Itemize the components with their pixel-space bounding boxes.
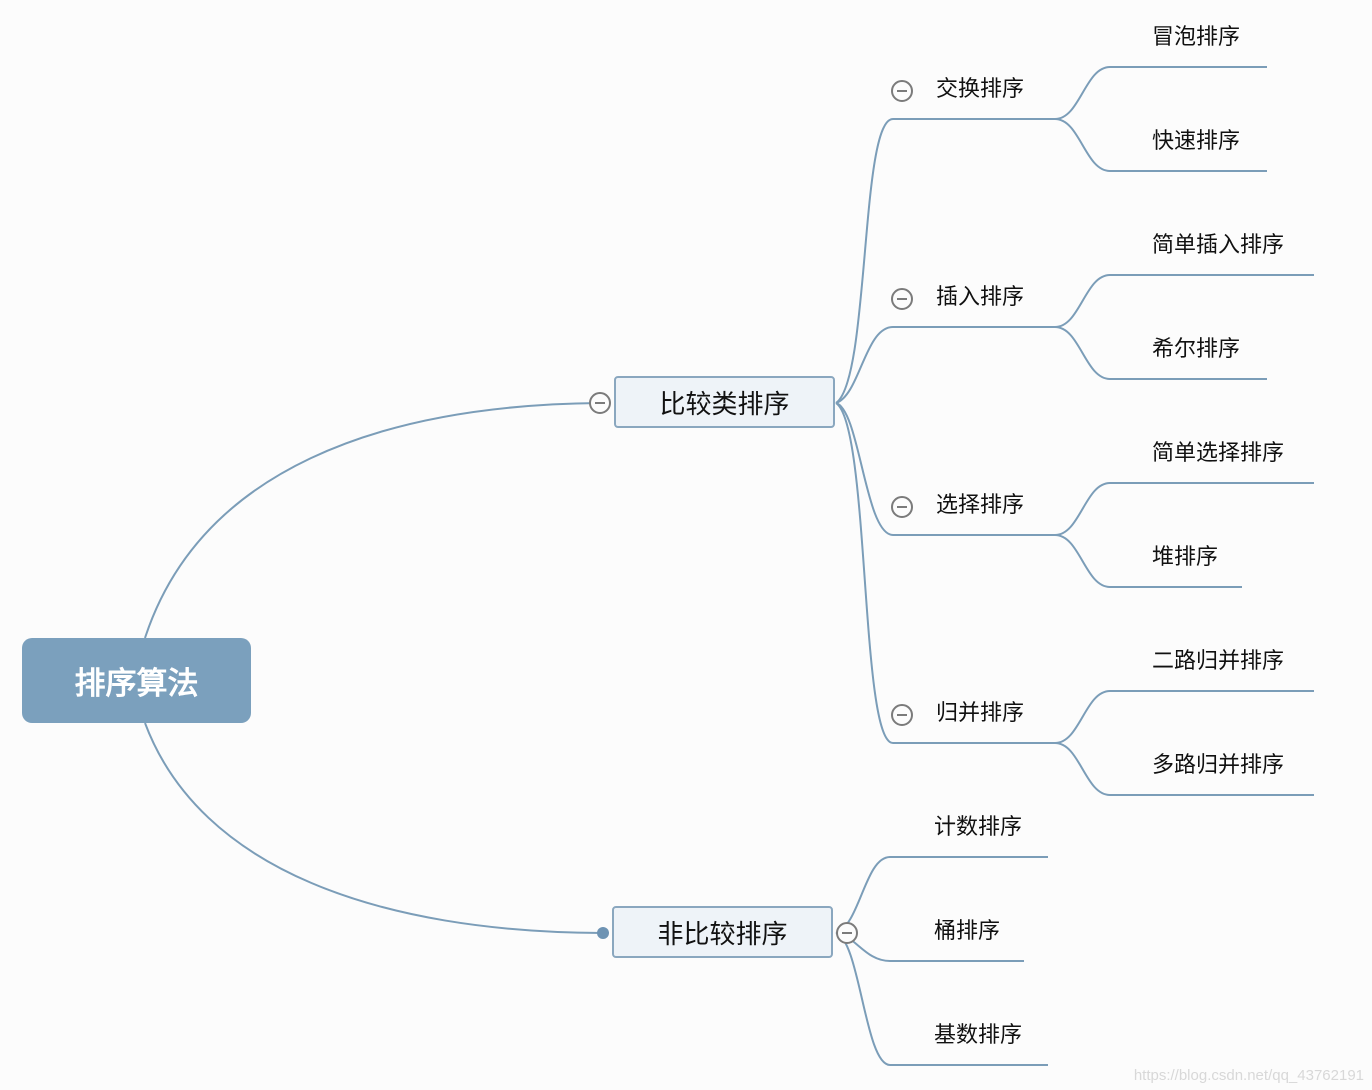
group-merge-label[interactable]: 归并排序 bbox=[936, 701, 1025, 726]
leaf-radix-sort[interactable]: 基数排序 bbox=[934, 1023, 1023, 1048]
leaf-simple-insertion-sort[interactable]: 简单插入排序 bbox=[1152, 233, 1285, 258]
noncomparison-node[interactable]: 非比较排序 bbox=[612, 906, 833, 958]
link-comparison-insertion bbox=[835, 326, 1055, 404]
link-comparison-merge bbox=[835, 402, 1055, 744]
link-simple-insert bbox=[1054, 274, 1314, 328]
collapse-noncomparison-icon[interactable] bbox=[836, 922, 858, 944]
group-insertion-label[interactable]: 插入排序 bbox=[936, 285, 1025, 310]
leaf-heap-sort[interactable]: 堆排序 bbox=[1152, 545, 1219, 570]
root-node[interactable]: 排序算法 bbox=[22, 638, 251, 723]
link-shell bbox=[1054, 326, 1267, 380]
link-comparison-exchange bbox=[835, 118, 1055, 404]
collapse-exchange-icon[interactable] bbox=[891, 80, 913, 102]
collapse-comparison-icon[interactable] bbox=[589, 392, 611, 414]
link-simple-select bbox=[1054, 482, 1314, 536]
leaf-shell-sort[interactable]: 希尔排序 bbox=[1152, 337, 1241, 362]
link-root-noncomparison bbox=[144, 722, 603, 934]
leaf-bubble-sort[interactable]: 冒泡排序 bbox=[1152, 25, 1241, 50]
leaf-quick-sort[interactable]: 快速排序 bbox=[1152, 129, 1241, 154]
leaf-counting-sort[interactable]: 计数排序 bbox=[934, 815, 1023, 840]
link-comparison-selection bbox=[835, 402, 1055, 536]
leaf-bucket-sort[interactable]: 桶排序 bbox=[934, 919, 1001, 944]
link-quick bbox=[1054, 118, 1267, 172]
watermark-text: https://blog.csdn.net/qq_43762191 bbox=[1133, 1067, 1364, 1084]
leaf-two-way-merge-sort[interactable]: 二路归并排序 bbox=[1152, 649, 1285, 674]
link-heap bbox=[1054, 534, 1242, 588]
comparison-node[interactable]: 比较类排序 bbox=[614, 376, 835, 428]
link-two-way-merge bbox=[1054, 690, 1314, 744]
leaf-simple-selection-sort[interactable]: 简单选择排序 bbox=[1152, 441, 1285, 466]
link-bubble bbox=[1054, 66, 1267, 120]
noncomparison-anchor-dot bbox=[597, 927, 609, 939]
group-exchange-label[interactable]: 交换排序 bbox=[936, 77, 1025, 102]
group-selection-label[interactable]: 选择排序 bbox=[936, 493, 1025, 518]
collapse-selection-icon[interactable] bbox=[891, 496, 913, 518]
link-multi-way-merge bbox=[1054, 742, 1314, 796]
link-root-comparison bbox=[144, 402, 601, 639]
leaf-multi-way-merge-sort[interactable]: 多路归并排序 bbox=[1152, 753, 1285, 778]
collapse-insertion-icon[interactable] bbox=[891, 288, 913, 310]
collapse-merge-icon[interactable] bbox=[891, 704, 913, 726]
